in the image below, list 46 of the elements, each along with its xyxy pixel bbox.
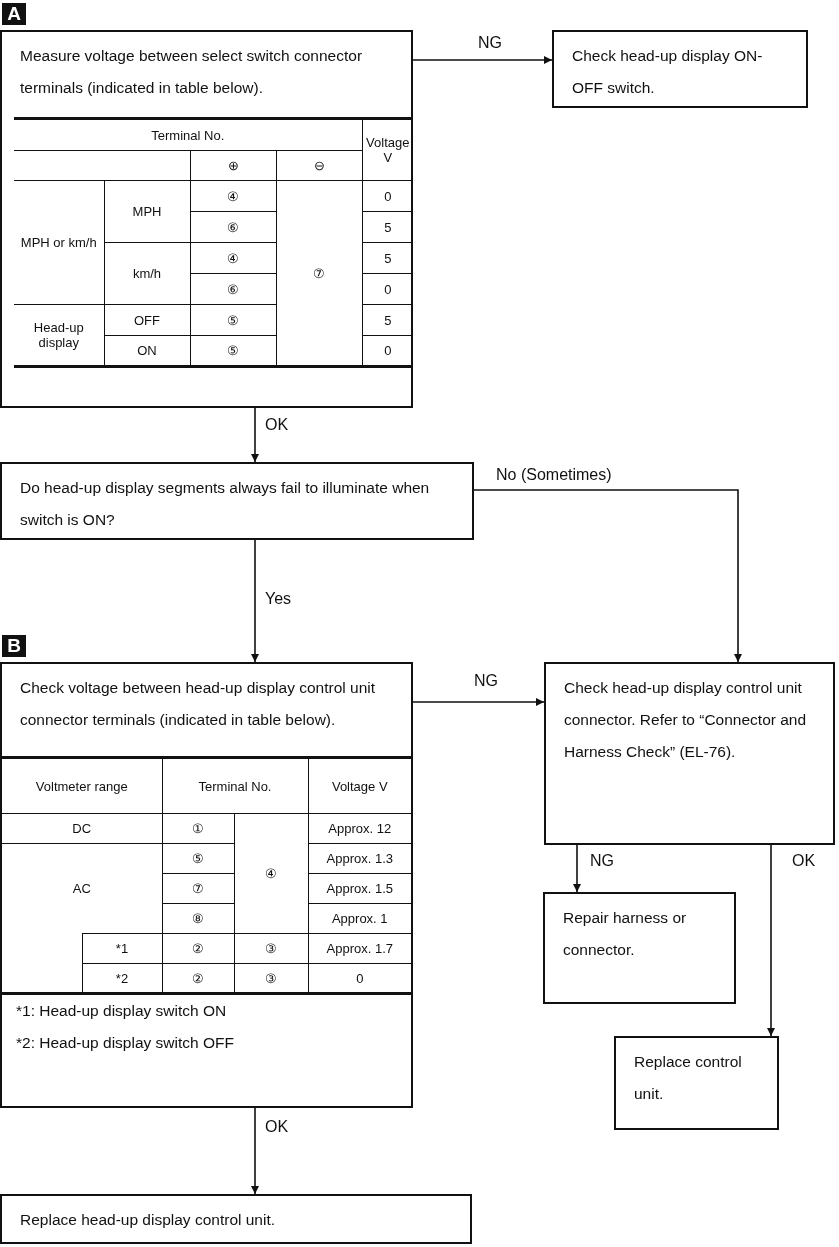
process-box xyxy=(552,30,808,108)
table-cell: OFF xyxy=(104,304,190,336)
instruction-text: Replace control unit. xyxy=(633,1052,743,1104)
instruction-text: Measure voltage between select switch connector terminals (indicated in table below). xyxy=(19,46,364,98)
process-box xyxy=(0,662,413,1108)
table-cell: AC xyxy=(2,843,162,934)
instruction-text: Repair harness or connector. xyxy=(562,908,688,960)
table-cell: MPH or km/h xyxy=(14,180,104,305)
table-cell: ④ xyxy=(234,813,308,934)
arrow xyxy=(251,407,259,463)
process-box xyxy=(0,1194,472,1244)
arrow xyxy=(412,56,553,64)
footnote: *1: Head-up display switch ON xyxy=(15,1001,228,1021)
process-box xyxy=(543,892,736,1004)
table-cell: *1 xyxy=(82,933,162,964)
section-badge: A xyxy=(2,3,26,25)
arrow xyxy=(251,539,259,663)
arrow xyxy=(251,1107,259,1195)
footnote: *2: Head-up display switch OFF xyxy=(15,1033,235,1053)
column-header: Terminal No. xyxy=(162,757,308,814)
column-header: Voltmeter range xyxy=(2,757,162,814)
decision-box xyxy=(0,462,474,540)
column-header: Terminal No. xyxy=(14,118,363,151)
instruction-text: Check head-up display control unit connector. Refer to “Connector and Harness Check” (EL-76). xyxy=(563,678,808,762)
table-cell: ③ xyxy=(234,933,308,964)
arrow xyxy=(573,844,581,893)
edge-label: No (Sometimes) xyxy=(494,466,614,484)
process-box xyxy=(544,662,835,845)
section-badge: B xyxy=(2,635,26,657)
table-cell: km/h xyxy=(104,242,190,305)
instruction-text: Check head-up display ON-OFF switch. xyxy=(571,46,764,98)
arrow xyxy=(473,489,742,663)
instruction-text: Replace head-up display control unit. xyxy=(19,1210,277,1230)
instruction-text: Check voltage between head-up display control unit connector terminals (indicated in table below). xyxy=(19,678,376,730)
arrow xyxy=(412,698,545,706)
arrow xyxy=(767,844,775,1037)
table-cell: ① xyxy=(162,813,234,844)
table-cell: ⑦ xyxy=(276,180,363,367)
process-box xyxy=(0,30,413,408)
instruction-text: Do head-up display segments always fail to illuminate when switch is ON? xyxy=(19,478,431,530)
process-box xyxy=(614,1036,779,1130)
table-cell: ⊕ xyxy=(190,150,276,181)
table-cell: DC xyxy=(2,813,162,844)
table-cell: MPH xyxy=(104,180,190,243)
table-cell: ② xyxy=(162,933,234,964)
table-cell: ④ xyxy=(190,180,276,212)
